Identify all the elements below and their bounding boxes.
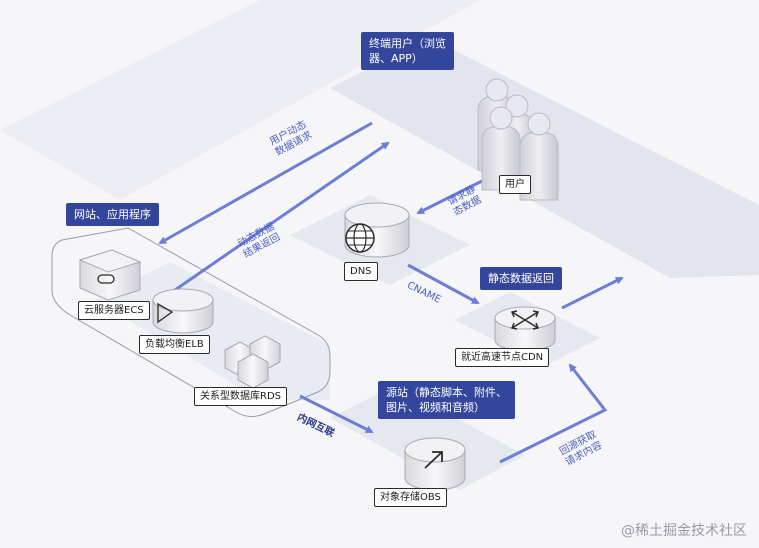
- arrow-dynamic-return: [174, 141, 390, 292]
- arrow-cname: [407, 263, 480, 305]
- elb-icon: [152, 288, 214, 334]
- dns-icon: [344, 202, 410, 258]
- callout-origin-site: 源站（静态脚本、附件、 图片、视频和音频）: [378, 381, 515, 419]
- obs-icon: [404, 437, 466, 491]
- arrow-origin-fetch: [499, 363, 608, 464]
- flow-arrows: [158, 121, 624, 464]
- callout-origin-site-line1: 源站（静态脚本、附件、: [386, 386, 507, 399]
- node-label-rds: 关系型数据库RDS: [194, 387, 287, 406]
- callout-terminal-user-line1: 终端用户（浏览: [369, 37, 446, 50]
- node-label-elb: 负载均衡ELB: [139, 335, 210, 354]
- callout-terminal-user: 终端用户（浏览 器、APP）: [361, 32, 454, 70]
- rds-icon: [224, 335, 281, 389]
- watermark: @稀土掘金技术社区: [621, 523, 747, 539]
- arrow-static-return: [561, 276, 624, 310]
- callout-static-return: 静态数据返回: [480, 267, 562, 290]
- node-label-ecs: 云服务器ECS: [78, 301, 150, 320]
- arrow-request-static: [416, 176, 489, 215]
- ecs-icon: [78, 249, 142, 301]
- node-label-user: 用户: [499, 175, 531, 194]
- node-label-cdn: 就近高速节点CDN: [455, 348, 550, 367]
- callout-terminal-user-line2: 器、APP）: [369, 52, 423, 65]
- cdn-icon: [494, 306, 556, 352]
- node-label-dns: DNS: [344, 262, 378, 281]
- callout-origin-site-line2: 图片、视频和音频）: [386, 401, 485, 414]
- website-app-container: [51, 227, 331, 418]
- arrow-internal-network: [299, 394, 374, 434]
- arrow-user-dynamic-request: [158, 121, 373, 245]
- callout-website-app: 网站、应用程序: [66, 203, 159, 226]
- node-label-obs: 对象存储OBS: [374, 488, 447, 507]
